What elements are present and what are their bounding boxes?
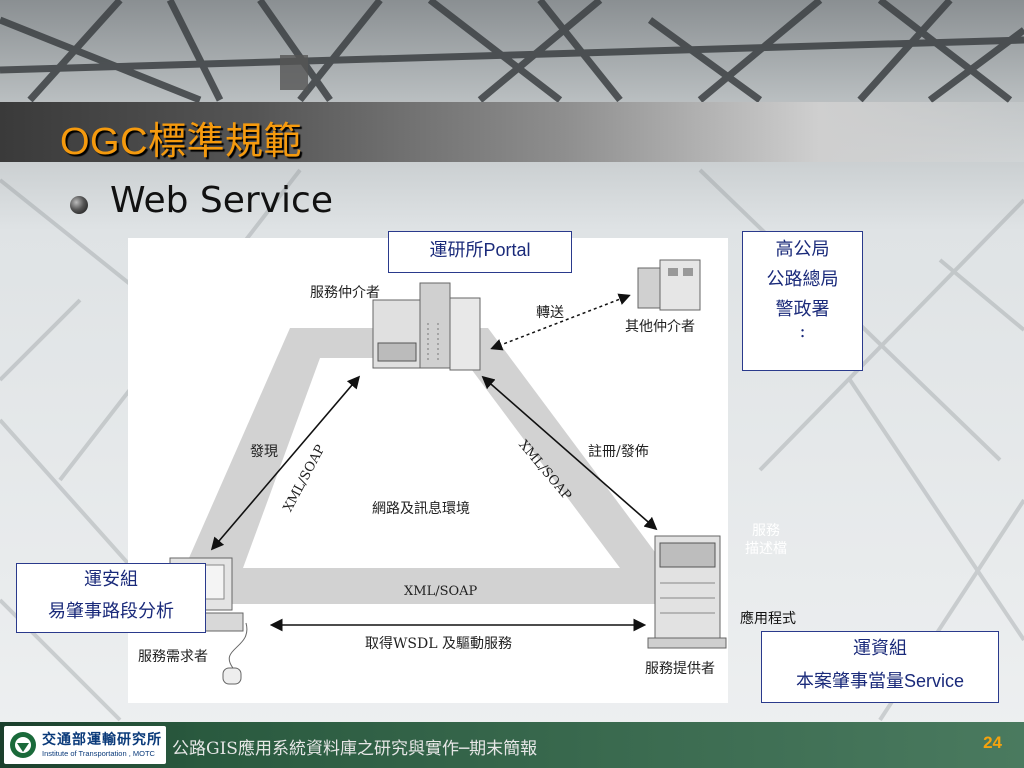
web-service-diagram: 服務仲介者 其他仲介者 轉送 發現 註冊/發佈 XML/SOAP XML/SOA… bbox=[128, 238, 796, 703]
slide-title: OGC標準規範 bbox=[60, 121, 303, 163]
broker-label: 服務仲介者 bbox=[310, 285, 380, 301]
logo-text-en: Institute of Transportation , MOTC bbox=[42, 749, 155, 758]
application-label: 應用程式 bbox=[740, 611, 796, 627]
discover-label: 發現 bbox=[250, 444, 278, 460]
footer-bar bbox=[0, 722, 1024, 768]
safety-callout: 運安組 易肇事路段分析 bbox=[16, 563, 206, 633]
bullet-icon bbox=[70, 196, 88, 214]
portal-callout: 運研所Portal bbox=[388, 231, 572, 273]
portal-suffix: Portal bbox=[483, 240, 531, 260]
wsdl-label: 取得WSDL 及驅動服務 bbox=[365, 636, 512, 652]
network-label: 網路及訊息環境 bbox=[372, 501, 470, 517]
info-callout: 運資組 本案肇事當量Service bbox=[761, 631, 999, 703]
other-broker-label: 其他仲介者 bbox=[625, 319, 695, 335]
provider-server-icon bbox=[647, 535, 727, 649]
portal-prefix: 運研所 bbox=[429, 240, 484, 261]
logo-text-zh: 交通部運輸研究所 bbox=[42, 732, 162, 748]
agencies-callout: 高公局 公路總局 警政署 : bbox=[742, 231, 863, 371]
forward-label: 轉送 bbox=[536, 305, 564, 321]
bullet-text: Web Service bbox=[110, 180, 333, 221]
agency-item: 警政署 bbox=[775, 299, 830, 320]
other-broker-icon bbox=[637, 259, 701, 311]
page-number: 24 bbox=[983, 733, 1002, 752]
broker-server-icon bbox=[372, 282, 481, 371]
xml-soap-bottom-label: XML/SOAP bbox=[404, 584, 478, 599]
service-desc-line1: 服務 bbox=[752, 523, 780, 539]
service-desc-line2: 描述檔 bbox=[745, 541, 787, 557]
safety-line1: 運安組 bbox=[84, 569, 138, 590]
agency-item: : bbox=[799, 321, 806, 342]
institute-logo: 交通部運輸研究所 Institute of Transportation , M… bbox=[4, 726, 166, 764]
provider-label: 服務提供者 bbox=[645, 661, 715, 677]
institute-emblem-icon bbox=[10, 732, 36, 758]
safety-line2: 易肇事路段分析 bbox=[48, 601, 174, 622]
register-label: 註冊/發佈 bbox=[588, 444, 649, 460]
title-band bbox=[0, 102, 1024, 162]
info-line2-suffix: Service bbox=[903, 671, 965, 691]
info-line1: 運資組 bbox=[853, 638, 907, 659]
info-line2-prefix: 本案肇事當量 bbox=[795, 671, 904, 692]
agency-item: 高公局 bbox=[775, 239, 830, 260]
footer-text: 公路GIS應用系統資料庫之研究與實作─期末簡報 bbox=[172, 739, 538, 759]
requester-label: 服務需求者 bbox=[138, 649, 208, 665]
agency-item: 公路總局 bbox=[766, 269, 839, 290]
